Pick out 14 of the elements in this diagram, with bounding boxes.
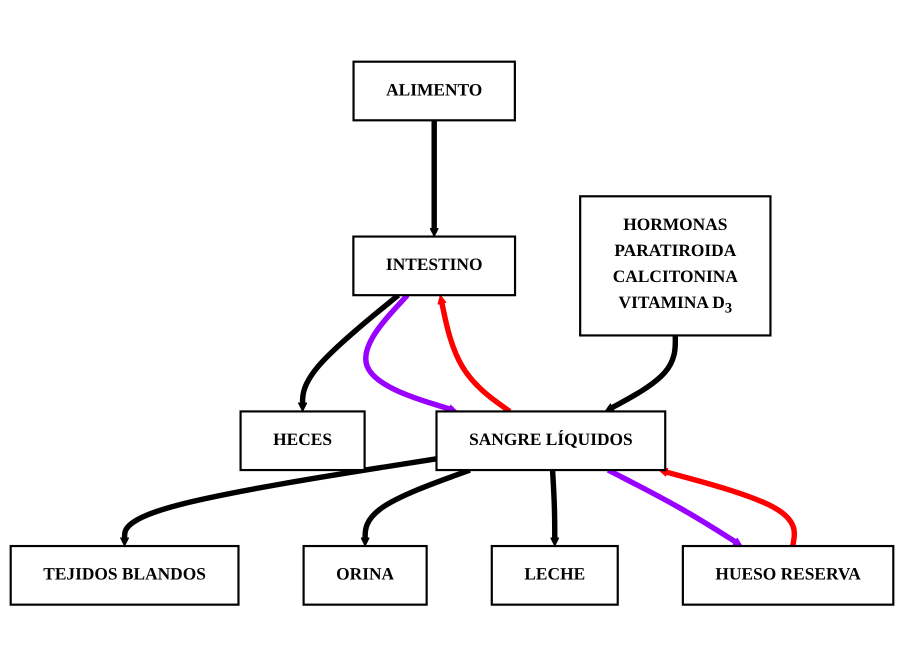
arrow — [658, 468, 798, 546]
arrow — [120, 456, 437, 546]
arrow — [429, 120, 439, 237]
node-box: SANGRE LÍQUIDOS — [435, 410, 666, 471]
node-box: HORMONAS PARATIROIDA CALCITONINA VITAMINA D$_{3}$ — [579, 195, 772, 336]
node-box: HECES — [239, 410, 366, 471]
node-box: INTESTINO — [352, 235, 516, 296]
arrow — [550, 470, 560, 546]
node-box: HUESO RESERVA — [682, 544, 894, 606]
node-box: TEJIDOS BLANDOS — [10, 544, 240, 606]
node-box: ORINA — [302, 544, 428, 606]
arrow — [604, 335, 678, 412]
node-box: ALIMENTO — [352, 60, 516, 122]
node-box: LECHE — [490, 544, 619, 606]
